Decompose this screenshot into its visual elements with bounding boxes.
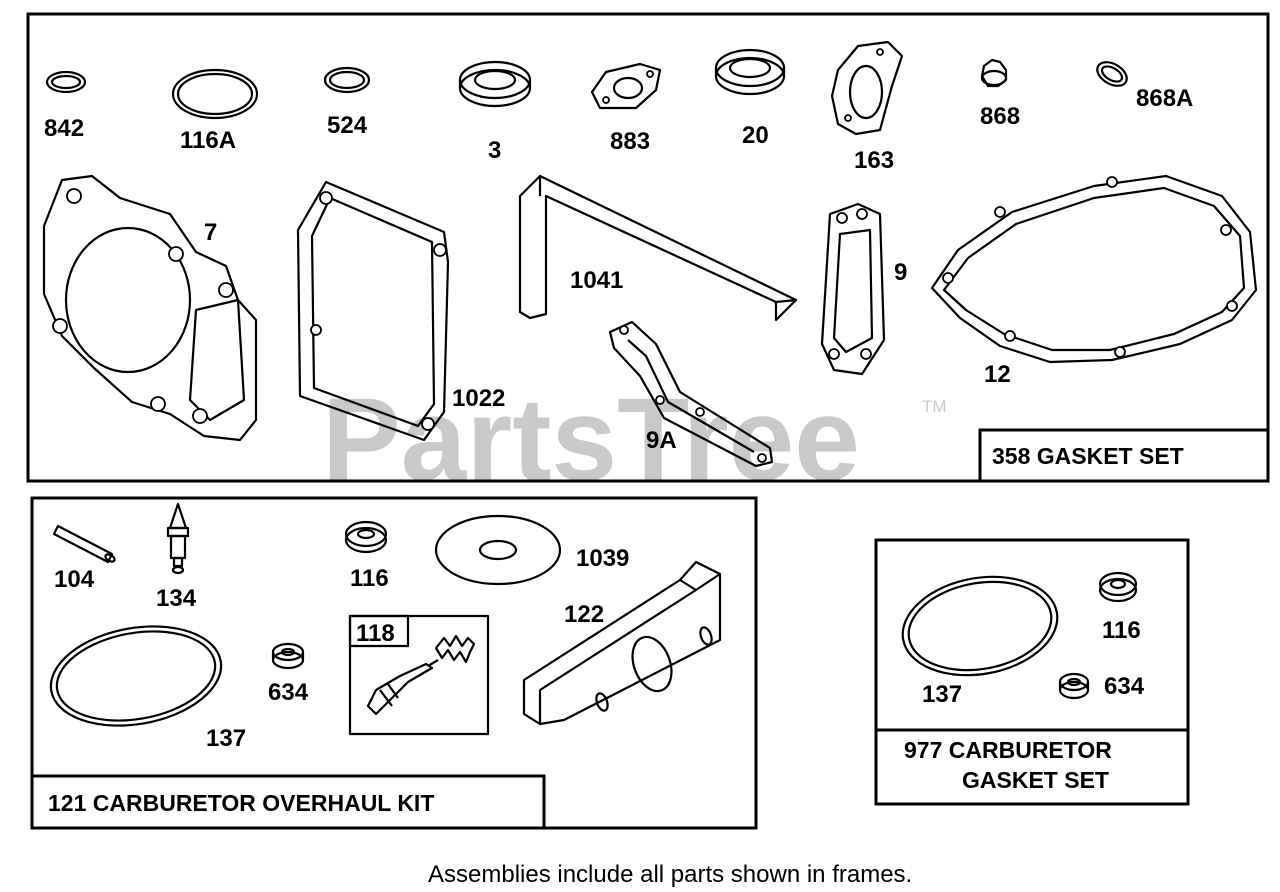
- part-20[interactable]: [714, 48, 786, 96]
- label-1041: 1041: [570, 267, 623, 294]
- label-20: 20: [742, 122, 769, 149]
- label-524: 524: [327, 112, 368, 139]
- label-9: 9: [894, 259, 907, 286]
- label-3: 3: [488, 137, 501, 164]
- part-116-gasket-set[interactable]: [1098, 571, 1138, 603]
- watermark: PartsTree TM: [322, 374, 947, 506]
- label-163: 163: [854, 147, 894, 174]
- label-116: 116: [350, 565, 389, 592]
- part-842[interactable]: [45, 70, 87, 94]
- carb-gasket-set-title-box: [874, 728, 1190, 806]
- part-137-gasket-set[interactable]: [895, 565, 1065, 687]
- label-137: 137: [206, 725, 246, 752]
- label-9A: 9A: [646, 427, 677, 454]
- gasket-set-title-box: [978, 428, 1270, 483]
- watermark-text: PartsTree: [322, 374, 860, 506]
- label-634-gasket-set: 634: [1104, 673, 1145, 700]
- part-868A[interactable]: [1093, 57, 1131, 90]
- label-1022: 1022: [452, 385, 505, 412]
- part-7[interactable]: [42, 174, 258, 442]
- part-104[interactable]: [52, 524, 116, 564]
- part-3[interactable]: [458, 60, 532, 108]
- part-634-gasket-set[interactable]: [1058, 672, 1090, 700]
- part-116[interactable]: [344, 520, 388, 554]
- part-868[interactable]: [980, 58, 1008, 88]
- part-163[interactable]: [830, 40, 904, 136]
- sub-frame-118-title-box: [348, 614, 410, 648]
- part-116A[interactable]: [171, 68, 259, 120]
- part-883[interactable]: [590, 62, 662, 110]
- label-12: 12: [984, 361, 1011, 388]
- part-9A[interactable]: [608, 320, 774, 468]
- part-12[interactable]: [930, 174, 1258, 364]
- sub-frame-118-title: 118: [356, 620, 395, 647]
- label-134: 134: [156, 585, 197, 612]
- label-104: 104: [54, 566, 95, 593]
- part-118[interactable]: [366, 634, 476, 716]
- carb-gasket-set-frame: [874, 538, 1190, 806]
- sub-frame-118: [348, 614, 490, 736]
- gasket-set-frame: [26, 12, 1270, 483]
- carb-overhaul-kit-title: 121 CARBURETOR OVERHAUL KIT: [48, 790, 434, 816]
- label-842: 842: [44, 115, 84, 142]
- label-883: 883: [610, 128, 650, 155]
- watermark-tm: TM: [922, 397, 947, 416]
- part-137[interactable]: [43, 614, 229, 738]
- label-116-gasket-set: 116: [1102, 617, 1141, 644]
- label-137-gasket-set: 137: [922, 681, 962, 708]
- label-868A: 868A: [1136, 85, 1193, 112]
- part-9[interactable]: [820, 202, 886, 376]
- label-122: 122: [564, 601, 604, 628]
- label-1039: 1039: [576, 545, 629, 572]
- gasket-set-title: 358 GASKET SET: [992, 443, 1184, 469]
- part-134[interactable]: [166, 502, 190, 575]
- carb-overhaul-kit-title-box: [30, 774, 546, 830]
- part-1041[interactable]: [518, 174, 798, 322]
- label-868: 868: [980, 103, 1020, 130]
- label-7: 7: [204, 219, 217, 246]
- carb-gasket-set-title-line1: 977 CARBURETOR: [904, 737, 1112, 763]
- part-1039[interactable]: [434, 514, 562, 586]
- part-1022[interactable]: [296, 180, 450, 442]
- part-122[interactable]: [522, 560, 722, 726]
- label-116A: 116A: [180, 127, 236, 154]
- label-634: 634: [268, 679, 309, 706]
- footer-caption: Assemblies include all parts shown in fr…: [428, 861, 912, 888]
- carb-gasket-set-title-line2: GASKET SET: [962, 767, 1109, 793]
- part-524[interactable]: [323, 66, 371, 94]
- part-634[interactable]: [271, 642, 305, 670]
